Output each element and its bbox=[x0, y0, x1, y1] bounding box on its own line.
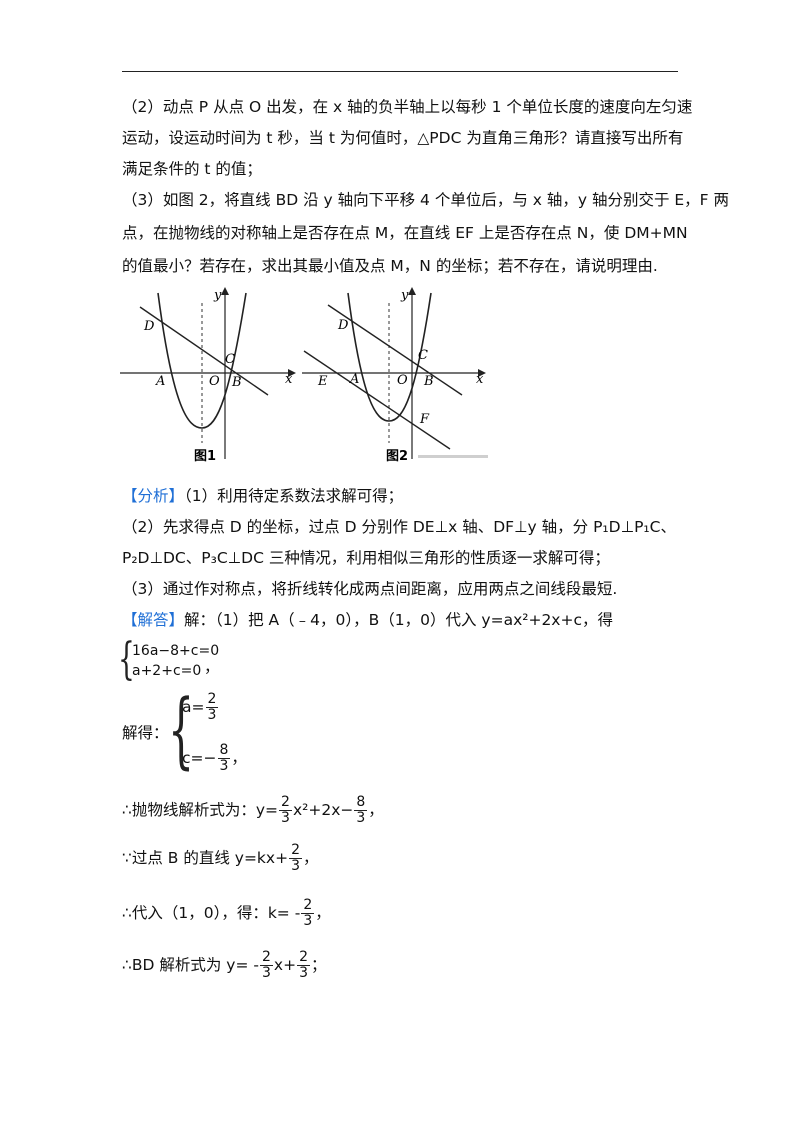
fig1-y-arrow bbox=[221, 287, 229, 295]
q2-line-3: 满足条件的 t 的值； bbox=[122, 160, 262, 178]
header-rule bbox=[122, 71, 678, 72]
system-eq-2: a+2+c=0 bbox=[132, 663, 202, 679]
system-comma: ， bbox=[204, 658, 220, 676]
fig2-label-d: D bbox=[337, 318, 349, 333]
q3-line-3: 的值最小？若存在，求出其最小值及点 M，N 的坐标；若不存在，请说明理由. bbox=[122, 257, 658, 275]
analysis-line-1: 【分析】（1）利用待定系数法求解可得； bbox=[122, 487, 404, 505]
fig2-line-ef bbox=[303, 350, 451, 450]
analysis-tag: 【分析】 bbox=[122, 487, 185, 505]
fig2-label-o: O bbox=[397, 373, 408, 388]
q2-line-1: （2）动点 P 从点 O 出发，在 x 轴的负半轴上以每秒 1 个单位长度的速度… bbox=[122, 98, 693, 116]
fig1-label-a: A bbox=[155, 374, 165, 389]
analysis-line-2: （2）先求得点 D 的坐标，过点 D 分别作 DE⊥x 轴、DF⊥y 轴，分 P… bbox=[122, 518, 676, 536]
fig2-label-b: B bbox=[423, 374, 434, 389]
fig1-label-y: y bbox=[213, 288, 222, 303]
q3-line-2: 点，在抛物线的对称轴上是否存在点 M，在直线 EF 上是否存在点 N，使 DM+… bbox=[122, 224, 688, 242]
fig1-x-arrow bbox=[288, 369, 296, 377]
fig2-scan-artifact bbox=[418, 455, 488, 458]
solution-tag: 【解答】 bbox=[122, 611, 185, 629]
fig2-x-arrow bbox=[478, 369, 486, 377]
fig1-label-x: x bbox=[285, 372, 293, 387]
solve-prefix: 解得： bbox=[122, 724, 169, 742]
fig1-parabola bbox=[157, 292, 247, 429]
analysis-line-4: （3）通过作对称点，将折线转化成两点间距离，应用两点之间线段最短. bbox=[122, 580, 618, 598]
q3-line-1: （3）如图 2，将直线 BD 沿 y 轴向下平移 4 个单位后，与 x 轴，y … bbox=[122, 191, 730, 209]
solution-line-1: 【解答】解：（1）把 A（﹣4，0），B（1，0）代入 y=ax²+2x+c，得 bbox=[122, 611, 613, 629]
analysis-line-3: P₂D⊥DC、P₃C⊥DC 三种情况，利用相似三角形的性质逐一求解可得； bbox=[122, 549, 610, 567]
fig2-label-x: x bbox=[476, 372, 484, 387]
fig2-label-f: F bbox=[419, 412, 430, 427]
q2-line-2: 运动，设运动时间为 t 秒，当 t 为何值时，△PDC 为直角三角形？请直接写出… bbox=[122, 129, 684, 147]
fig2-label-e: E bbox=[317, 374, 328, 389]
fig1-label-o: O bbox=[209, 374, 220, 389]
fig2-label-a: A bbox=[349, 372, 359, 387]
fig1-caption: 图1 bbox=[194, 449, 216, 464]
system-brace: { bbox=[118, 634, 135, 685]
fig2-y-arrow bbox=[408, 287, 416, 295]
fig1-line-bd bbox=[139, 306, 269, 396]
fig2-caption: 图2 bbox=[386, 449, 408, 464]
fig2-label-c: C bbox=[418, 348, 428, 363]
figure-2: D E A O C B F x y 图2 bbox=[302, 287, 488, 464]
figure-1: D A O C B x y 图1 bbox=[120, 287, 296, 464]
fig2-line-bd bbox=[327, 304, 463, 396]
solution-brace: { bbox=[168, 683, 195, 778]
system-eq-1: 16a−8+c=0 bbox=[132, 643, 220, 659]
fig1-label-c: C bbox=[225, 352, 235, 367]
fig2-label-y: y bbox=[400, 288, 409, 303]
fig1-label-b: B bbox=[231, 375, 242, 390]
fig1-label-d: D bbox=[143, 319, 155, 334]
